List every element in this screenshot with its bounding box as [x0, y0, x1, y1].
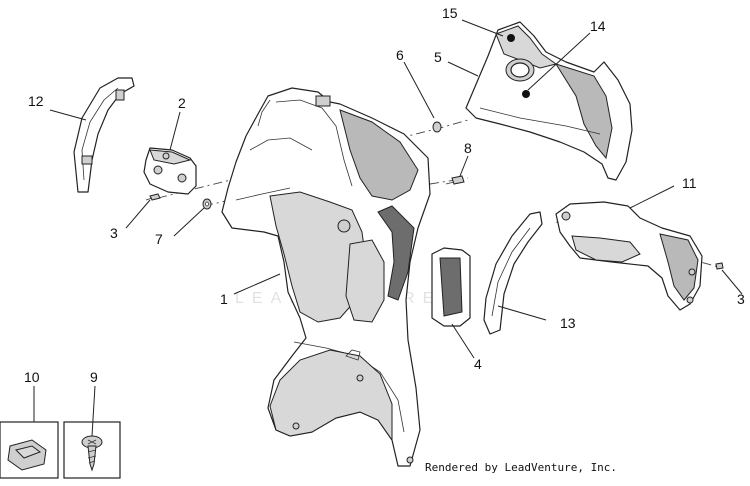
part-3-screw-left: [145, 193, 161, 201]
callout-4: 4: [474, 356, 482, 372]
callout-7: 7: [155, 231, 163, 247]
part-12-handle: [73, 77, 135, 193]
part-2-bracket: [143, 147, 197, 195]
callout-2: 2: [178, 95, 186, 111]
callout-3-left: 3: [110, 225, 118, 241]
callout-11: 11: [682, 175, 697, 191]
part-13-trim-strip: [483, 211, 543, 335]
callout-3-right: 3: [737, 291, 745, 307]
callout-5: 5: [434, 49, 442, 65]
part-10-clip-box: [0, 421, 59, 479]
part-11-lower-cover: [555, 201, 703, 311]
part-5-upper-cover: [465, 21, 633, 181]
callout-9: 9: [90, 369, 98, 385]
callout-15: 15: [442, 5, 458, 21]
callout-14: 14: [590, 18, 606, 34]
part-1-inner-fairing: [221, 87, 431, 467]
callout-1: 1: [220, 291, 228, 307]
part-8-screw: [445, 175, 465, 185]
callout-6: 6: [396, 47, 404, 63]
leader-lines: [33, 19, 743, 437]
part-6-grommet: [432, 121, 442, 133]
callout-13: 13: [560, 315, 576, 331]
part-4-panel: [431, 247, 471, 327]
callout-8: 8: [464, 140, 472, 156]
part-3-screw-right: [715, 262, 724, 270]
callout-10: 10: [24, 369, 40, 385]
part-7-washer: [202, 198, 212, 210]
callout-12: 12: [28, 93, 44, 109]
credit-text: Rendered by LeadVenture, Inc.: [425, 461, 617, 474]
callout-labels: 15 14 6 5 12 2 8 11 3 7 1 3 13 4 10 9: [24, 5, 745, 385]
